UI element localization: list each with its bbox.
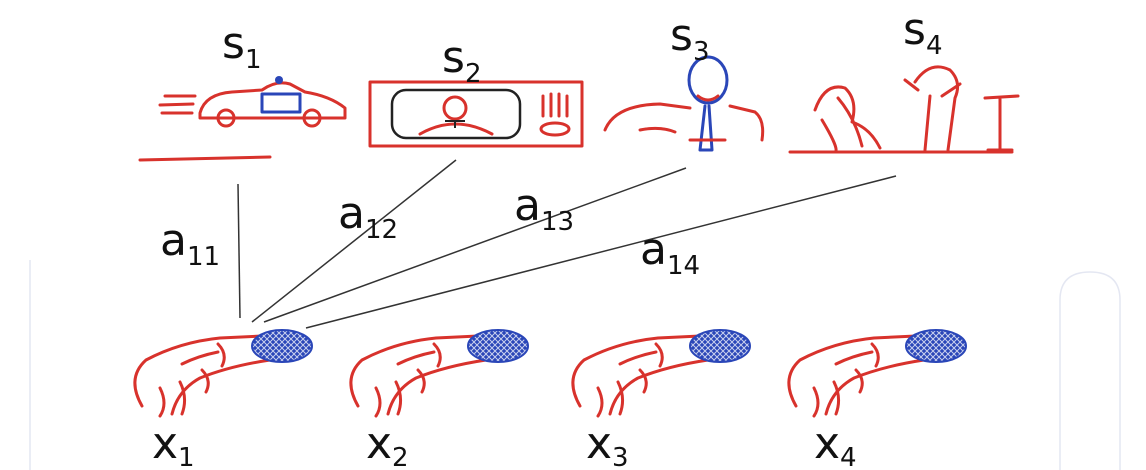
label-s4: s4 xyxy=(903,4,942,61)
source-tv-sketch xyxy=(368,80,584,148)
line-a14 xyxy=(305,175,897,329)
line-a11 xyxy=(237,183,241,319)
label-a13: a13 xyxy=(514,180,574,237)
microphone-icon xyxy=(787,329,967,418)
source-musicians-sketch xyxy=(788,65,1020,154)
source-car-sketch xyxy=(138,76,347,162)
label-s1: s1 xyxy=(222,18,261,75)
label-x1: x1 xyxy=(152,418,195,470)
microphone-icon xyxy=(133,329,313,418)
label-a11: a11 xyxy=(160,215,220,272)
label-x3: x3 xyxy=(586,418,629,470)
microphone-icon xyxy=(571,329,751,418)
source-speaker-sketch xyxy=(603,55,765,152)
label-x2: x2 xyxy=(366,418,409,470)
label-a14: a14 xyxy=(640,224,700,281)
label-s3: s3 xyxy=(670,10,709,67)
line-a12 xyxy=(251,159,457,323)
line-a13 xyxy=(263,167,687,323)
label-x4: x4 xyxy=(814,418,857,470)
label-s2: s2 xyxy=(442,32,481,89)
label-a12: a12 xyxy=(338,188,398,245)
microphone-icon xyxy=(349,329,529,418)
mixing-lines xyxy=(237,159,897,329)
background-watermark xyxy=(29,260,1121,470)
